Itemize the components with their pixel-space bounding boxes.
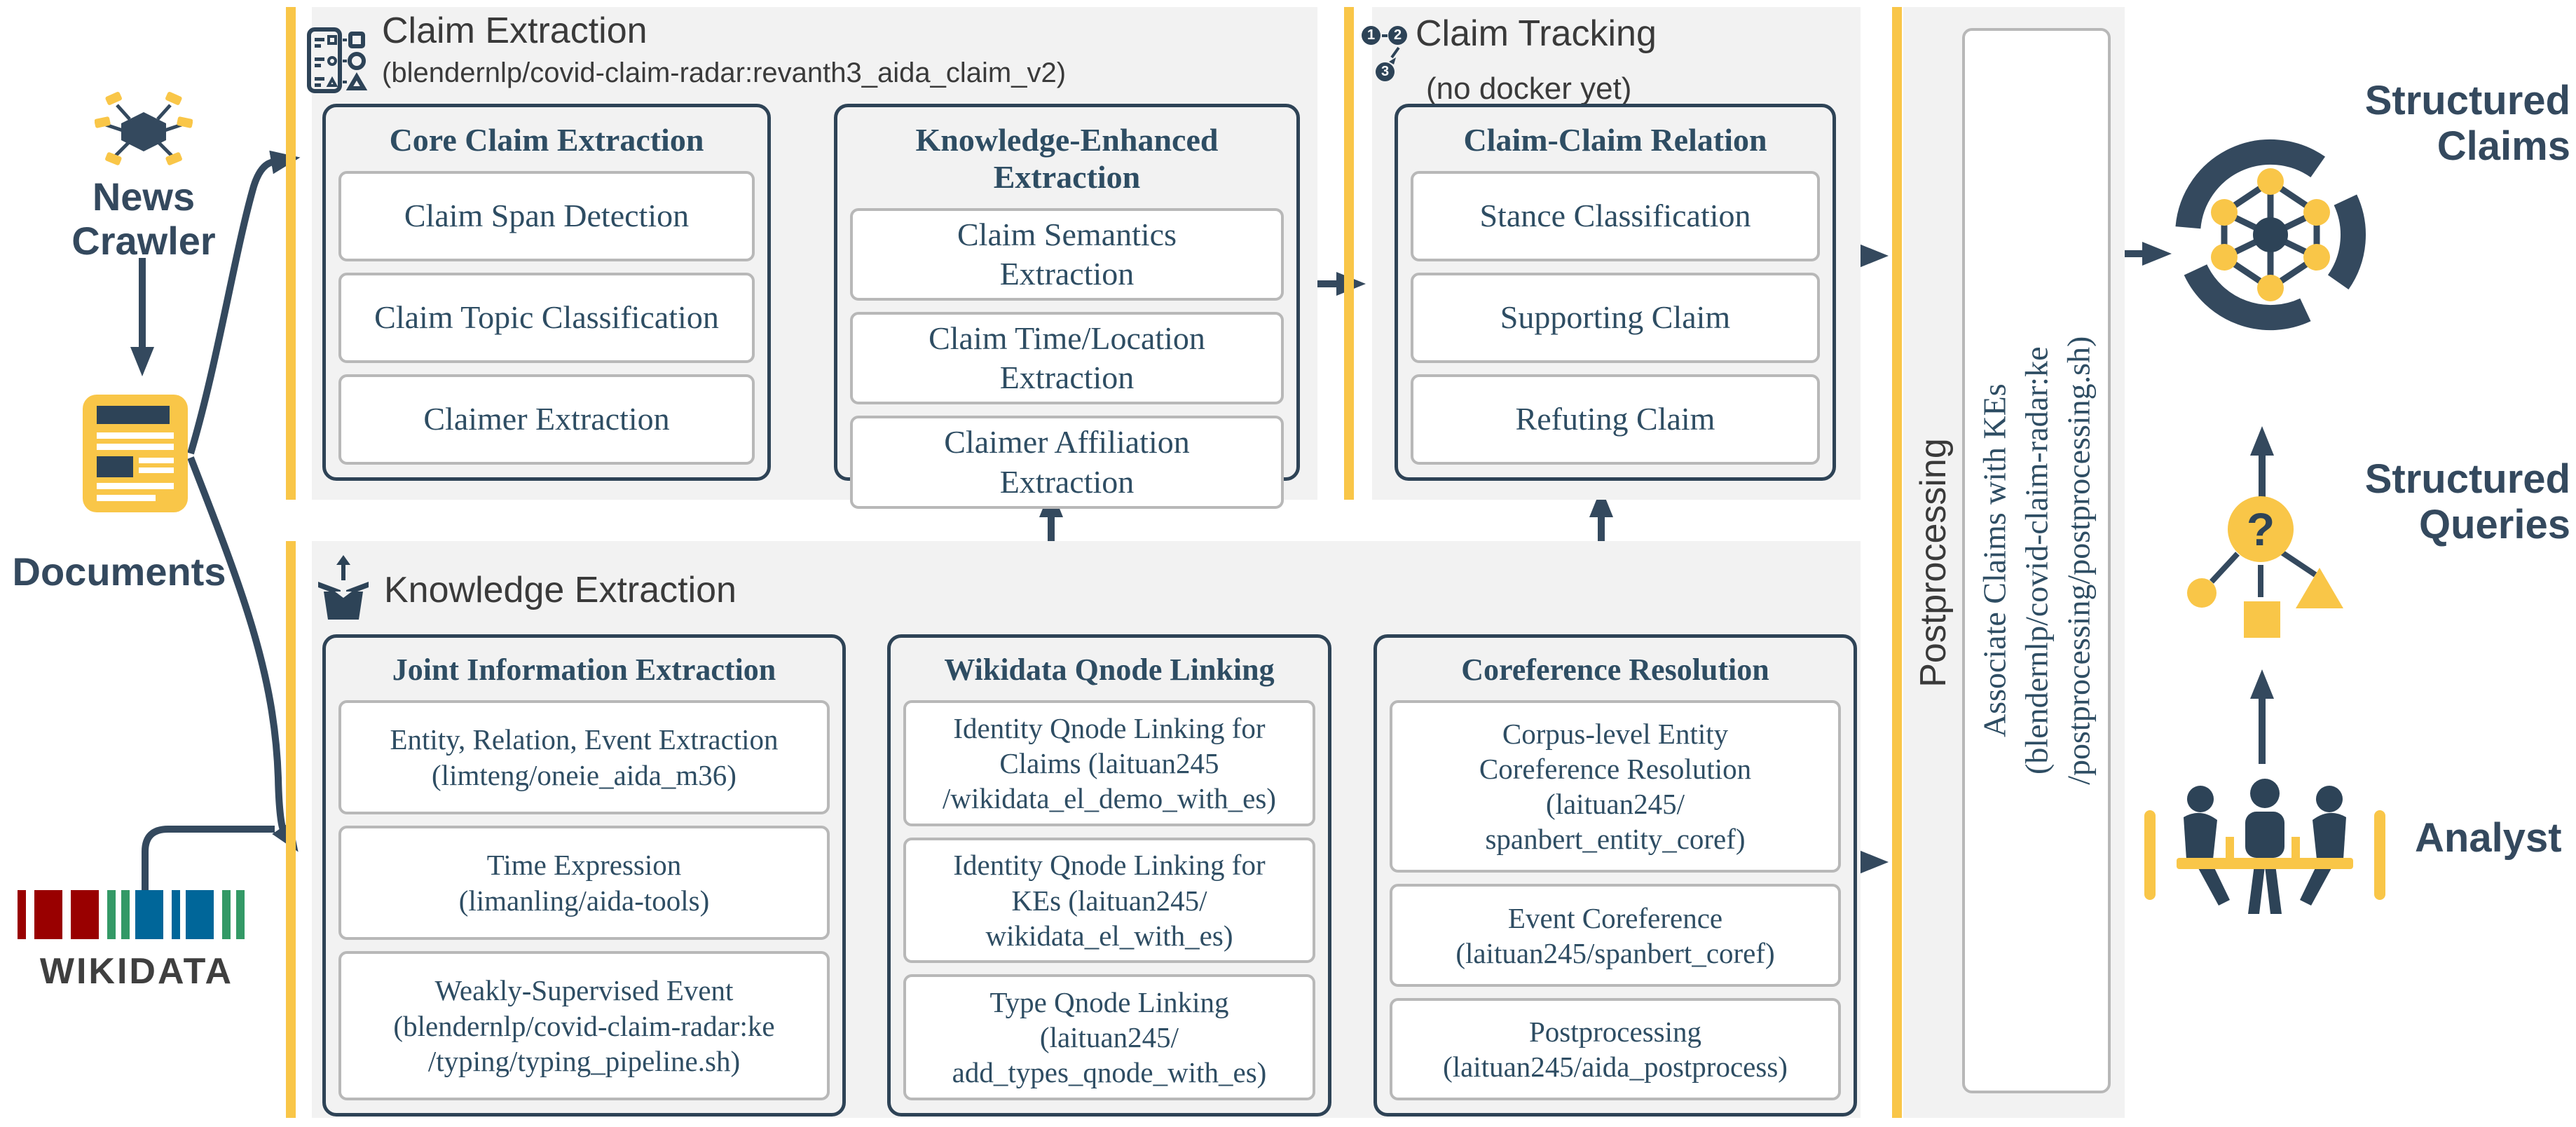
news-crawler-label: News Crawler bbox=[71, 175, 216, 263]
knowledge-extraction-icon bbox=[318, 555, 369, 620]
news-crawler-icon bbox=[95, 92, 193, 165]
badge-2: 2 bbox=[1388, 26, 1407, 45]
identity-qnode-linking-claims-box: Identity Qnode Linking for Claims (laitu… bbox=[903, 700, 1315, 826]
claim-semantics-extraction-box: Claim Semantics Extraction bbox=[850, 208, 1284, 301]
corpus-level-entity-coref-box: Corpus-level Entity Coreference Resoluti… bbox=[1390, 700, 1841, 873]
arrow-wikidata-to-knowledge-extraction bbox=[142, 826, 275, 890]
joint-information-extraction-box: Joint Information Extraction Entity, Rel… bbox=[322, 634, 846, 1116]
coref-postprocessing-box: Postprocessing (laituan245/aida_postproc… bbox=[1390, 997, 1841, 1101]
documents-icon bbox=[83, 395, 188, 512]
postprocessing-note-box: Associate Claims with KEs (blendernlp/co… bbox=[1962, 28, 2111, 1093]
time-expression-box: Time Expression (limanling/aida-tools) bbox=[338, 826, 830, 940]
event-coreference-box: Event Coreference (laituan245/spanbert_c… bbox=[1390, 884, 1841, 987]
claim-extraction-subtitle: (blendernlp/covid-claim-radar:revanth3_a… bbox=[382, 57, 1067, 88]
joint-information-extraction-header: Joint Information Extraction bbox=[392, 653, 776, 687]
svg-text:?: ? bbox=[2247, 503, 2275, 555]
badge-3: 3 bbox=[1376, 62, 1395, 81]
documents-label: Documents bbox=[12, 549, 226, 594]
supporting-claim-box: Supporting Claim bbox=[1411, 273, 1820, 363]
core-claim-extraction-box: Core Claim Extraction Claim Span Detecti… bbox=[322, 104, 771, 481]
coreference-resolution-box: Coreference Resolution Corpus-level Enti… bbox=[1373, 634, 1857, 1116]
claim-extraction-title: Claim Extraction bbox=[382, 11, 648, 51]
wikidata-label: WIKIDATA bbox=[40, 951, 233, 992]
claim-topic-classification-box: Claim Topic Classification bbox=[338, 273, 755, 363]
wikidata-barcode bbox=[18, 890, 245, 939]
arrow-documents-to-claim-extraction bbox=[187, 150, 301, 455]
wikidata-qnode-linking-box: Wikidata Qnode Linking Identity Qnode Li… bbox=[887, 634, 1331, 1116]
wikidata-qnode-linking-header: Wikidata Qnode Linking bbox=[944, 653, 1275, 687]
identity-qnode-linking-kes-box: Identity Qnode Linking for KEs (laituan2… bbox=[903, 837, 1315, 964]
knowledge-extraction-accent-bar bbox=[286, 541, 296, 1118]
type-qnode-linking-box: Type Qnode Linking (laituan245/ add_type… bbox=[903, 974, 1315, 1101]
postprocessing-title-strip: Postprocessing bbox=[1903, 7, 1964, 1118]
weakly-supervised-event-box: Weakly-Supervised Event (blendernlp/covi… bbox=[338, 951, 830, 1101]
claim-tracking-accent-bar bbox=[1344, 7, 1354, 500]
postprocessing-note: Associate Claims with KEs (blendernlp/co… bbox=[1976, 336, 2096, 786]
arrow-documents-to-knowledge-extraction bbox=[187, 456, 299, 852]
analyst-label: Analyst bbox=[2415, 815, 2562, 861]
claim-claim-relation-header: Claim-Claim Relation bbox=[1463, 122, 1767, 158]
postprocessing-accent-bar bbox=[1892, 7, 1902, 1118]
claimer-extraction-box: Claimer Extraction bbox=[338, 374, 755, 465]
analyst-icon bbox=[2144, 779, 2385, 914]
stance-classification-box: Stance Classification bbox=[1411, 171, 1820, 261]
claimer-affiliation-extraction-box: Claimer Affiliation Extraction bbox=[850, 416, 1284, 509]
claim-span-detection-box: Claim Span Detection bbox=[338, 171, 755, 261]
claim-time-location-extraction-box: Claim Time/Location Extraction bbox=[850, 312, 1284, 405]
badge-connectors bbox=[1382, 34, 1400, 64]
structured-queries-label: Structured Queries bbox=[2364, 456, 2570, 547]
claim-tracking-subtitle: (no docker yet) bbox=[1426, 71, 1632, 106]
claim-tracking-title: Claim Tracking bbox=[1416, 13, 1657, 54]
structured-queries-icon: ? bbox=[2187, 496, 2343, 638]
knowledge-extraction-title: Knowledge Extraction bbox=[384, 570, 737, 610]
structured-claims-label: Structured Claims bbox=[2364, 78, 2570, 169]
postprocessing-title: Postprocessing bbox=[1913, 437, 1954, 688]
refuting-claim-box: Refuting Claim bbox=[1411, 374, 1820, 465]
claim-claim-relation-box: Claim-Claim Relation Stance Classificati… bbox=[1395, 104, 1836, 481]
claim-extraction-icon bbox=[307, 27, 368, 93]
core-claim-extraction-header: Core Claim Extraction bbox=[389, 122, 704, 158]
claim-extraction-accent-bar bbox=[286, 7, 296, 500]
entity-relation-event-extraction-box: Entity, Relation, Event Extraction (limt… bbox=[338, 700, 830, 814]
wikidata-logo: WIKIDATA bbox=[18, 890, 245, 992]
coreference-resolution-header: Coreference Resolution bbox=[1461, 653, 1769, 687]
knowledge-enhanced-extraction-box: Knowledge-Enhanced Extraction Claim Sema… bbox=[834, 104, 1300, 509]
structured-claims-icon bbox=[2175, 139, 2366, 331]
knowledge-enhanced-extraction-header: Knowledge-Enhanced Extraction bbox=[915, 122, 1219, 195]
badge-1: 1 bbox=[1362, 26, 1381, 45]
